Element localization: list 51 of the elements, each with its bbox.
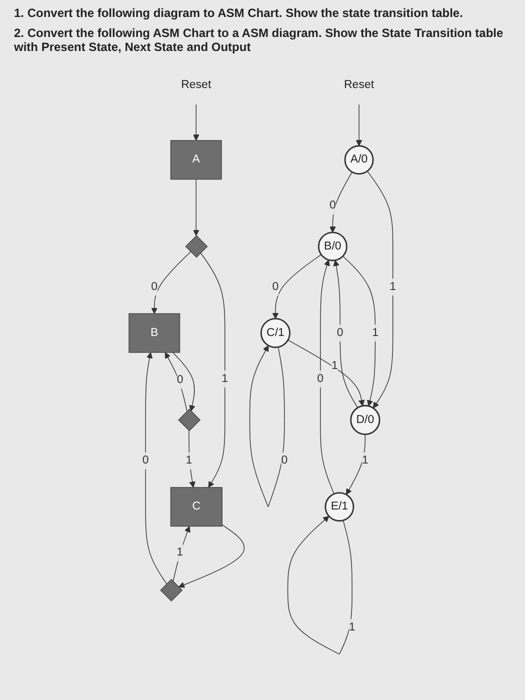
node-box: A — [170, 140, 222, 180]
edge-label: 0 — [176, 374, 184, 386]
edge-label: 0 — [272, 280, 279, 293]
arrow — [288, 340, 365, 406]
node-circle: C/1 — [260, 318, 291, 348]
arrow — [346, 434, 366, 495]
arrow — [366, 170, 394, 408]
arrow — [164, 352, 188, 412]
arrow — [192, 104, 200, 141]
arrow — [249, 345, 285, 508]
arrow — [145, 352, 167, 584]
edge-label: 1 — [372, 326, 378, 339]
node-circle: E/1 — [324, 492, 354, 522]
arrow — [178, 524, 245, 588]
edge-label: 1 — [222, 372, 228, 385]
arrow — [151, 251, 192, 314]
arrow — [200, 252, 226, 488]
node-circle: B/0 — [318, 232, 348, 262]
node-box: B — [128, 313, 180, 353]
edge-label: 1 — [390, 280, 396, 293]
edge-label: 0 — [336, 326, 344, 339]
edge-label: 1 — [348, 621, 356, 634]
edge-label: 1 — [332, 360, 338, 372]
arrow — [342, 256, 376, 406]
arrow — [333, 260, 358, 408]
node-circle: A/0 — [344, 145, 374, 175]
node-diamond — [185, 235, 208, 258]
arrow — [287, 516, 352, 655]
node-box: C — [170, 487, 222, 527]
arrow — [320, 260, 334, 494]
arrow — [192, 178, 200, 236]
edge-label: 1 — [362, 454, 368, 467]
edge-label: 1 — [176, 546, 183, 559]
node-circle: D/0 — [350, 404, 380, 435]
arrow — [330, 172, 352, 233]
edge-label: 0 — [281, 454, 288, 467]
arrow — [356, 104, 362, 146]
node-diamond — [178, 408, 201, 432]
node-text: Reset — [344, 78, 374, 91]
edge-label: 1 — [186, 454, 192, 467]
node-diamond — [160, 578, 183, 602]
arrow — [172, 352, 196, 412]
edge-label: 0 — [142, 454, 149, 467]
arrow — [172, 526, 190, 582]
edge-label: 0 — [329, 199, 336, 212]
question-text: 1. Convert the following diagram to ASM Chart. Show the state transition table. — [14, 6, 464, 20]
edge-label: 0 — [317, 372, 324, 385]
node-text: Reset — [181, 78, 212, 91]
question-text: 2. Convert the following ASM Chart to a ASM diagram. Show the State Transition table with Present State, Next State and Output — [14, 26, 504, 54]
arrow — [272, 254, 322, 319]
edge-label: 0 — [151, 280, 158, 293]
